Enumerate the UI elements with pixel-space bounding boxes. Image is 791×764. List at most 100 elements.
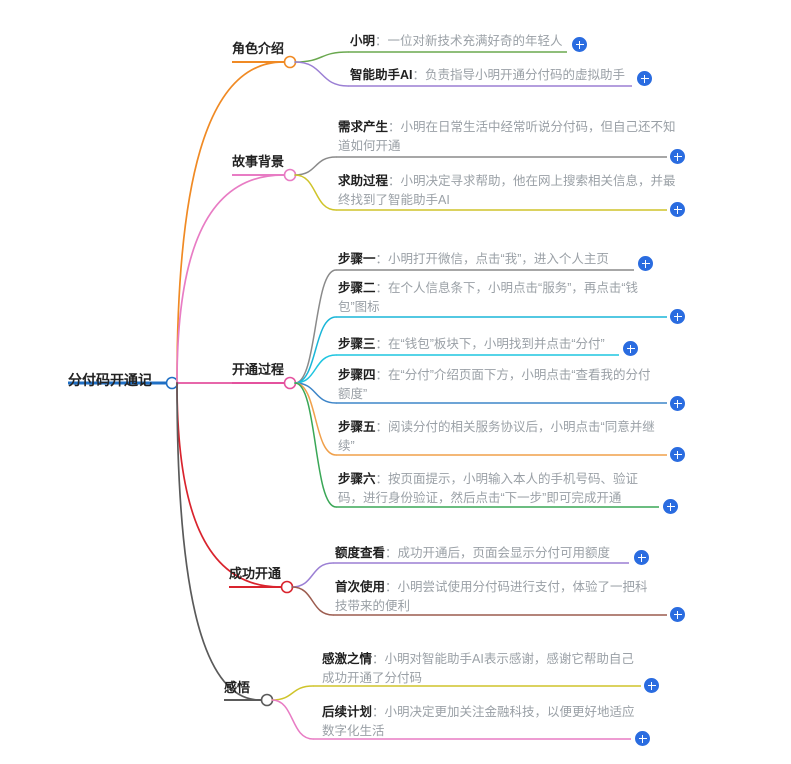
leaf-help-title: 求助过程 [338, 174, 389, 188]
edge-path [294, 354, 337, 384]
leaf-next-plan-desc: 小明决定更加关注金融科技，以便更好地适应数字化生活 [322, 705, 635, 738]
branch-roles[interactable]: 角色介绍 [232, 40, 284, 57]
leaf-step-2[interactable]: 步骤二：在个人信息条下，小明点击“服务”，再点击“钱包”图标 [338, 279, 658, 317]
leaf-ai-assistant-expand-icon[interactable] [637, 71, 652, 86]
root-node[interactable]: 分付码开通记 [68, 371, 152, 389]
branch-background[interactable]: 故事背景 [232, 153, 284, 170]
leaf-quota-label: 额度查看：成功开通后，页面会显示分付可用额度 [335, 546, 611, 560]
branch-process-label: 开通过程 [232, 362, 285, 377]
leaf-step-6[interactable]: 步骤六：按页面提示，小明输入本人的手机号码、验证码，进行身份验证，然后点击“下一… [338, 470, 658, 508]
leaf-gratitude[interactable]: 感激之情：小明对智能助手AI表示感谢，感谢它帮助自己成功开通了分付码 [322, 650, 646, 688]
node-connector-dot[interactable] [283, 376, 297, 390]
branch-success-label: 成功开通 [229, 566, 282, 581]
leaf-step-3[interactable]: 步骤三：在“钱包”板块下，小明找到并点击“分付” [338, 335, 628, 354]
leaf-first-use-expand-icon[interactable] [670, 607, 685, 622]
leaf-step-6-label: 步骤六：按页面提示，小明输入本人的手机号码、验证码，进行身份验证，然后点击“下一… [338, 472, 639, 505]
leaf-step-4-title: 步骤四 [338, 368, 376, 382]
leaf-first-use-label: 首次使用：小明尝试使用分付码进行支付，体验了一把科技带来的便利 [335, 580, 648, 613]
branch-background-label: 故事背景 [232, 154, 285, 169]
branch-roles-label: 角色介绍 [232, 41, 285, 56]
root-node-label: 分付码开通记 [68, 372, 152, 388]
leaf-xiaoming-desc: 一位对新技术充满好奇的年轻人 [387, 34, 563, 48]
leaf-quota[interactable]: 额度查看：成功开通后，页面会显示分付可用额度 [335, 544, 635, 563]
leaf-step-3-expand-icon[interactable] [623, 341, 638, 356]
edge-path [294, 316, 337, 384]
leaf-xiaoming-expand-icon[interactable] [572, 37, 587, 52]
leaf-ai-assistant[interactable]: 智能助手AI：负责指导小明开通分付码的虚拟助手 [350, 66, 640, 85]
leaf-step-5-title: 步骤五 [338, 420, 376, 434]
edge-path [294, 382, 337, 456]
leaf-step-6-desc: 按页面提示，小明输入本人的手机号码、验证码，进行身份验证，然后点击“下一步”即可… [338, 472, 639, 505]
leaf-help-desc: 小明决定寻求帮助，他在网上搜索相关信息，并最终找到了智能助手AI [338, 174, 676, 207]
edge-path [271, 685, 314, 701]
node-connector-dot[interactable] [260, 693, 274, 707]
leaf-ai-assistant-label: 智能助手AI：负责指导小明开通分付码的虚拟助手 [350, 68, 626, 82]
leaf-gratitude-label: 感激之情：小明对智能助手AI表示感谢，感谢它帮助自己成功开通了分付码 [322, 652, 634, 685]
leaf-step-3-label: 步骤三：在“钱包”板块下，小明找到并点击“分付” [338, 337, 605, 351]
leaf-step-4-expand-icon[interactable] [670, 396, 685, 411]
leaf-gratitude-title: 感激之情 [322, 652, 373, 666]
branch-insight-label: 感悟 [224, 680, 251, 695]
leaf-xiaoming[interactable]: 小明：一位对新技术充满好奇的年轻人 [350, 32, 576, 51]
leaf-next-plan-label: 后续计划：小明决定更加关注金融科技，以便更好地适应数字化生活 [322, 705, 635, 738]
leaf-next-plan-expand-icon[interactable] [635, 731, 650, 746]
edge-path [291, 562, 334, 588]
leaf-first-use-desc: 小明尝试使用分付码进行支付，体验了一把科技带来的便利 [335, 580, 648, 613]
leaf-step-1-label: 步骤一：小明打开微信，点击“我”，进入个人主页 [338, 252, 609, 266]
edge-path [294, 156, 337, 176]
leaf-step-1[interactable]: 步骤一：小明打开微信，点击“我”，进入个人主页 [338, 250, 638, 269]
leaf-first-use-title: 首次使用 [335, 580, 386, 594]
leaf-ai-assistant-title: 智能助手AI [350, 68, 413, 82]
leaf-ai-assistant-desc: 负责指导小明开通分付码的虚拟助手 [425, 68, 626, 82]
leaf-step-1-expand-icon[interactable] [638, 256, 653, 271]
leaf-gratitude-desc: 小明对智能助手AI表示感谢，感谢它帮助自己成功开通了分付码 [322, 652, 634, 685]
leaf-step-1-title: 步骤一 [338, 252, 376, 266]
leaf-demand-expand-icon[interactable] [670, 149, 685, 164]
leaf-step-5[interactable]: 步骤五：阅读分付的相关服务协议后，小明点击“同意并继续” [338, 418, 658, 456]
edge-path [294, 269, 337, 384]
leaf-step-6-title: 步骤六 [338, 472, 376, 486]
edge-path [294, 51, 349, 63]
leaf-next-plan-title: 后续计划 [322, 705, 373, 719]
leaf-step-5-expand-icon[interactable] [670, 447, 685, 462]
node-connector-dot[interactable] [283, 55, 297, 69]
leaf-quota-expand-icon[interactable] [634, 550, 649, 565]
branch-insight[interactable]: 感悟 [224, 679, 250, 696]
leaf-demand[interactable]: 需求产生：小明在日常生活中经常听说分付码，但自己还不知道如何开通 [338, 118, 676, 156]
leaf-demand-title: 需求产生 [338, 120, 389, 134]
leaf-step-2-expand-icon[interactable] [670, 309, 685, 324]
leaf-step-3-desc: 在“钱包”板块下，小明找到并点击“分付” [388, 337, 605, 351]
leaf-demand-desc: 小明在日常生活中经常听说分付码，但自己还不知道如何开通 [338, 120, 676, 153]
edge-path [176, 382, 281, 588]
leaf-gratitude-expand-icon[interactable] [644, 678, 659, 693]
leaf-help-label: 求助过程：小明决定寻求帮助，他在网上搜索相关信息，并最终找到了智能助手AI [338, 174, 676, 207]
edge-path [294, 61, 349, 87]
edge-path [294, 174, 337, 211]
edge-path [176, 61, 284, 384]
leaf-help[interactable]: 求助过程：小明决定寻求帮助，他在网上搜索相关信息，并最终找到了智能助手AI [338, 172, 676, 210]
leaf-step-4[interactable]: 步骤四：在“分付”介绍页面下方，小明点击“查看我的分付额度” [338, 366, 658, 404]
branch-success[interactable]: 成功开通 [229, 565, 281, 582]
leaf-help-expand-icon[interactable] [670, 202, 685, 217]
edge-path [294, 382, 337, 404]
edge-path [271, 699, 314, 740]
branch-process[interactable]: 开通过程 [232, 361, 284, 378]
leaf-xiaoming-title: 小明 [350, 34, 376, 48]
leaf-quota-title: 额度查看 [335, 546, 386, 560]
leaf-next-plan[interactable]: 后续计划：小明决定更加关注金融科技，以便更好地适应数字化生活 [322, 703, 642, 741]
leaf-step-1-desc: 小明打开微信，点击“我”，进入个人主页 [388, 252, 609, 266]
leaf-step-4-label: 步骤四：在“分付”介绍页面下方，小明点击“查看我的分付额度” [338, 368, 651, 401]
leaf-quota-desc: 成功开通后，页面会显示分付可用额度 [397, 546, 611, 560]
node-connector-dot[interactable] [283, 168, 297, 182]
leaf-step-2-desc: 在个人信息条下，小明点击“服务”，再点击“钱包”图标 [338, 281, 639, 314]
leaf-step-6-expand-icon[interactable] [663, 499, 678, 514]
node-connector-dot[interactable] [165, 376, 179, 390]
edge-path [176, 174, 284, 384]
edge-path [294, 382, 337, 508]
leaf-xiaoming-label: 小明：一位对新技术充满好奇的年轻人 [350, 34, 563, 48]
edge-path [291, 586, 334, 616]
leaf-first-use[interactable]: 首次使用：小明尝试使用分付码进行支付，体验了一把科技带来的便利 [335, 578, 655, 616]
node-connector-dot[interactable] [280, 580, 294, 594]
leaf-step-5-desc: 阅读分付的相关服务协议后，小明点击“同意并继续” [338, 420, 655, 453]
